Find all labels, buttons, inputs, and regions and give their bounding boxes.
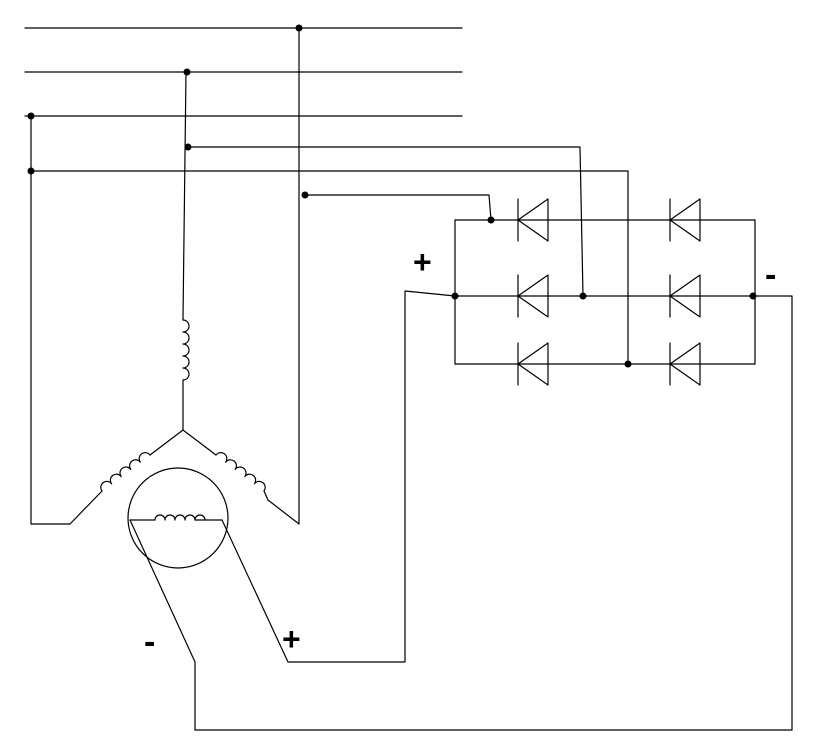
- rectifier-positive-label: +: [413, 244, 432, 280]
- tap-wire-right: [304, 194, 492, 221]
- tap-wire-middle: [187, 146, 584, 297]
- stator-wiring: [30, 27, 629, 525]
- neutral-wire: [30, 170, 629, 365]
- rotor-field-coil: [154, 514, 206, 521]
- junction-dots: [27, 24, 757, 368]
- stator-coil-left: [69, 429, 184, 525]
- rectifier-bridge: [454, 198, 756, 386]
- field-positive-label: +: [282, 621, 301, 657]
- stator-coil-right: [182, 429, 269, 501]
- phase-wire-middle: [182, 71, 187, 319]
- stator-coil-top: [182, 317, 190, 431]
- field-lead-positive: [221, 290, 456, 663]
- phase-wire-right: [267, 27, 300, 525]
- rectifier-negative-label: -: [765, 256, 777, 294]
- field-negative-label: -: [144, 623, 156, 661]
- rotor-circle: [127, 467, 229, 569]
- field-lead-negative: [129, 295, 793, 731]
- bus-lines: [24, 27, 463, 117]
- rotor: [127, 290, 793, 731]
- phase-wire-left: [30, 115, 71, 525]
